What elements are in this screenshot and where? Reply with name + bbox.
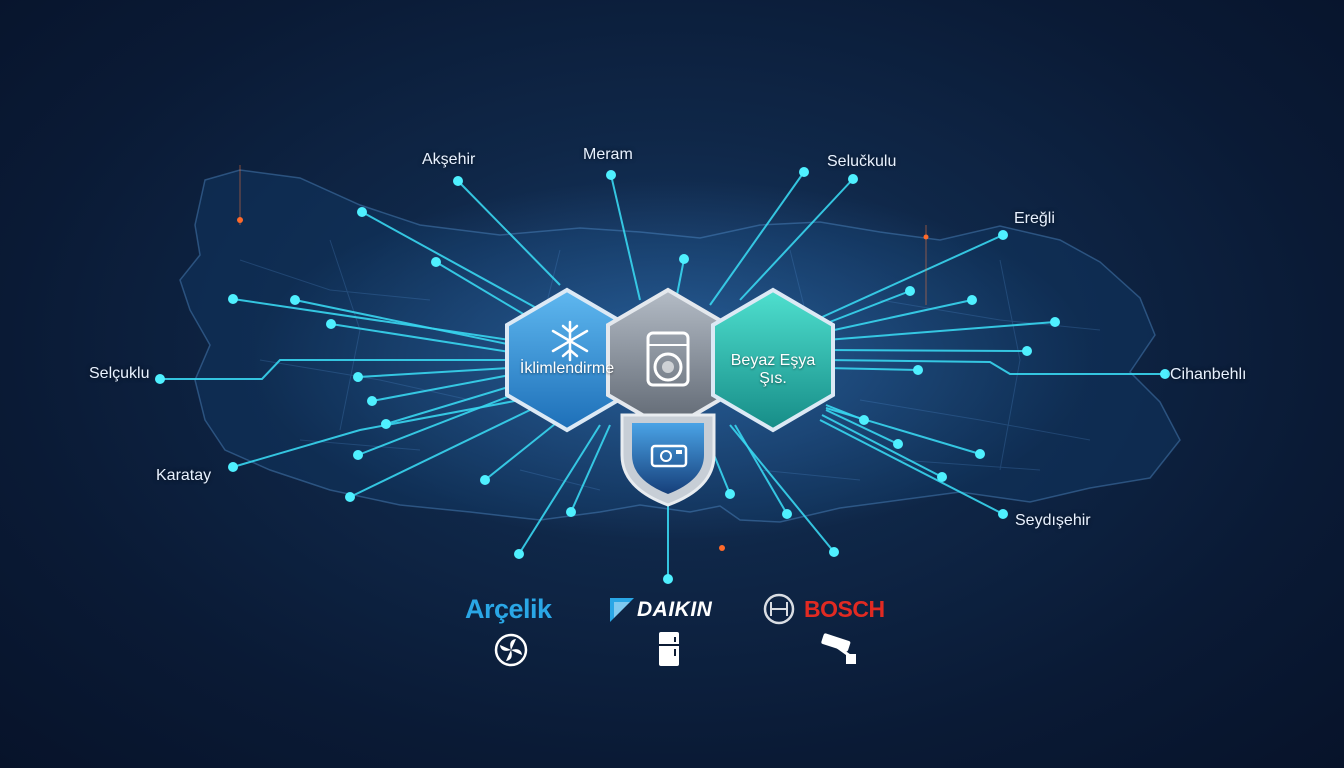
connection-line <box>734 424 788 515</box>
connection-line <box>349 409 531 498</box>
category-white-goods-label: Beyaz Eşya Şıs. <box>730 352 816 387</box>
connection-node <box>829 547 839 557</box>
connection-line <box>825 407 981 455</box>
connection-line <box>357 367 511 378</box>
connection-node <box>1050 317 1060 327</box>
connection-nodes <box>155 167 1170 584</box>
label-cihanbeyli: Cihanbehlı <box>1170 366 1247 383</box>
connection-line <box>825 321 1056 341</box>
connection-line <box>232 298 511 341</box>
connection-lines <box>160 171 1165 579</box>
bosch-logo-mark <box>763 593 795 625</box>
connection-line <box>821 414 943 478</box>
connection-node <box>431 257 441 267</box>
brand-arcelik: Arçelik <box>465 594 552 624</box>
connection-node <box>353 372 363 382</box>
connection-line <box>610 174 641 301</box>
connection-line <box>160 359 510 380</box>
label-selcuklu-left: Selçuklu <box>89 365 150 382</box>
connection-line <box>739 178 854 301</box>
label-karatay: Karatay <box>156 467 212 484</box>
connection-line <box>824 299 973 333</box>
label-meram: Meram <box>583 146 633 163</box>
connection-node <box>913 365 923 375</box>
connection-node <box>967 295 977 305</box>
connection-node <box>514 549 524 559</box>
connection-node <box>290 295 300 305</box>
connection-line <box>484 419 561 481</box>
connection-line <box>709 171 805 306</box>
connection-node <box>799 167 809 177</box>
connection-node <box>228 294 238 304</box>
connection-line <box>330 323 511 353</box>
connection-node <box>1022 346 1032 356</box>
connection-node <box>848 174 858 184</box>
connection-node <box>357 207 367 217</box>
label-seydisehir: Seydışehir <box>1015 512 1091 529</box>
hotspots <box>237 165 929 551</box>
shield-security[interactable] <box>620 413 716 507</box>
hexagon-white-goods[interactable] <box>711 287 835 433</box>
connection-node <box>975 449 985 459</box>
connection-node <box>228 462 238 472</box>
connection-node <box>606 170 616 180</box>
connection-line <box>294 299 513 346</box>
connection-node <box>381 419 391 429</box>
connection-line <box>435 261 531 319</box>
connection-node <box>345 492 355 502</box>
label-aksehir: Akşehir <box>422 151 476 168</box>
connection-line <box>232 399 521 468</box>
washing-machine-icon <box>646 331 690 387</box>
connection-node <box>663 574 673 584</box>
connection-node <box>782 509 792 519</box>
connection-line <box>825 409 899 445</box>
connection-node <box>353 450 363 460</box>
connection-node <box>326 319 336 329</box>
connection-line <box>385 384 516 425</box>
connection-node <box>998 509 1008 519</box>
connection-line <box>361 211 541 311</box>
connection-line <box>371 374 511 402</box>
connection-line <box>518 424 601 555</box>
connection-line <box>729 424 835 553</box>
daikin-logo-mark <box>610 598 634 622</box>
connection-line <box>570 424 611 513</box>
brand-bosch: BOSCH <box>804 596 885 622</box>
connection-line <box>819 234 1004 319</box>
connection-node <box>566 507 576 517</box>
fan-icon <box>494 633 528 667</box>
connection-line <box>825 359 1165 375</box>
connection-node <box>367 396 377 406</box>
connection-node <box>453 176 463 186</box>
label-selcuklu-top: Selučkulu <box>827 153 897 170</box>
connection-line <box>825 349 1028 352</box>
connection-node <box>859 415 869 425</box>
connection-node <box>725 489 735 499</box>
shield-camera-icon <box>650 444 688 468</box>
connection-node <box>679 254 689 264</box>
fridge-icon <box>659 632 679 666</box>
connection-node <box>937 472 947 482</box>
connection-line <box>825 367 919 371</box>
connection-line <box>457 180 561 286</box>
connection-node <box>893 439 903 449</box>
connection-line <box>819 419 1004 515</box>
connection-node <box>998 230 1008 240</box>
connection-node <box>905 286 915 296</box>
connection-line <box>821 290 911 326</box>
category-climate-label: İklimlendirme <box>519 360 615 377</box>
security-camera-icon <box>821 633 856 664</box>
brand-daikin: DAIKIN <box>637 598 713 621</box>
connection-node <box>480 475 490 485</box>
connection-node <box>1160 369 1170 379</box>
connection-node <box>155 374 165 384</box>
connection-line <box>357 391 521 456</box>
label-eregli: Ereğli <box>1014 210 1055 227</box>
snowflake-icon <box>551 320 589 362</box>
